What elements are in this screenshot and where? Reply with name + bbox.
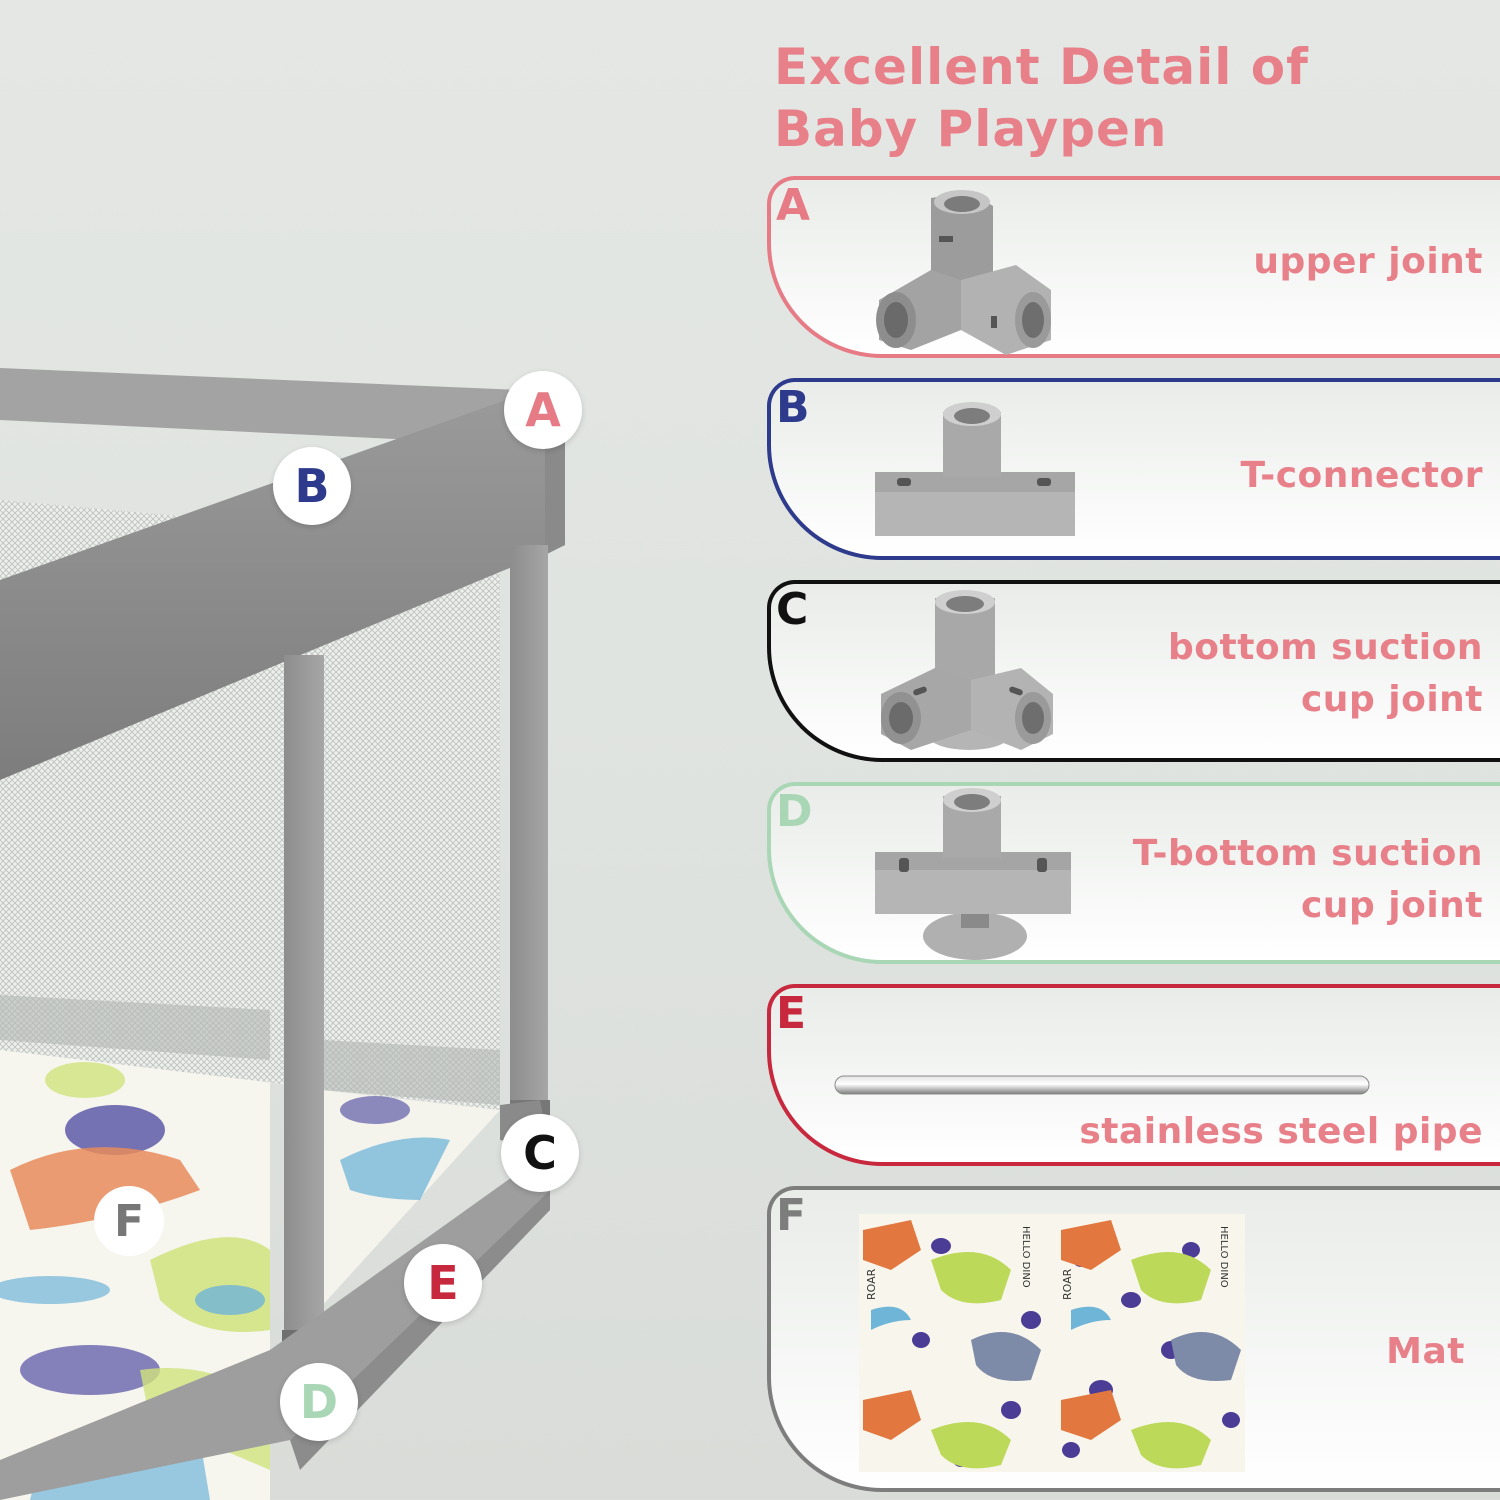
part-card-f: F [767,1186,1500,1492]
left-mesh-panel [0,700,270,1060]
mat-print-roar-2: ROAR [1061,1268,1074,1300]
part-card-a: A upper joint [767,176,1500,358]
page-title: Excellent Detail of Baby Playpen [774,36,1309,160]
bottom-rail [0,1150,550,1500]
part-card-d-letter: D [776,786,813,837]
bottom-suction-cup-joint-icon [881,590,1053,750]
mat-print-roar-1: ROAR [865,1268,878,1300]
floor-mat [0,1040,500,1500]
part-card-f-label: Mat [1386,1331,1465,1372]
photo-badge-f-letter: F [113,1195,145,1247]
photo-badge-b-letter: B [294,459,330,513]
part-card-c-label: bottom suction cup joint [1167,627,1483,720]
part-card-e: E stainless steel pipe [767,984,1500,1166]
t-connector-icon [875,402,1075,536]
part-card-d: D T-bottom suction cup joint [767,782,1500,964]
photo-badge-d-letter: D [299,1375,339,1429]
page-title-line1: Excellent Detail of [774,38,1309,96]
page-title-line2: Baby Playpen [774,100,1168,158]
steel-pipe-icon [834,1075,1370,1095]
middle-post [284,655,324,1355]
mat-icon: ROAR ROAR HELLO DINO HELLO DINO [859,1214,1245,1472]
part-card-c: C bottom suction cup joint [767,580,1500,762]
photo-badge-d: D [280,1363,358,1441]
part-card-a-label: upper joint [1253,241,1483,282]
part-card-e-letter: E [776,988,807,1039]
top-rail-back [0,368,520,445]
photo-badge-e-letter: E [427,1256,459,1310]
mat-print-hello-dino-2: HELLO DINO [1218,1226,1229,1288]
part-card-f-letter: F [776,1190,807,1241]
photo-badge-f: F [94,1186,164,1256]
part-card-a-letter: A [776,180,811,231]
photo-badge-a-letter: A [525,383,561,437]
photo-badge-e: E [404,1244,482,1322]
part-card-e-label: stainless steel pipe [1079,1111,1483,1152]
part-card-b-label: T-connector [1240,455,1483,496]
corner-post [510,545,548,1115]
photo-badge-b: B [273,447,351,525]
front-mesh-panel [322,560,500,1105]
part-card-b: B T-connector [767,378,1500,560]
photo-badge-a: A [504,371,582,449]
part-card-d-label: T-bottom suction cup joint [1132,833,1483,926]
top-rail-front [0,395,565,780]
photo-badge-c-letter: C [523,1126,557,1180]
photo-badge-c: C [501,1114,579,1192]
upper-joint-icon [876,190,1051,355]
part-card-c-letter: C [776,584,809,635]
t-bottom-suction-cup-joint-icon [875,788,1071,960]
mat-print-hello-dino-1: HELLO DINO [1020,1226,1031,1288]
part-card-b-letter: B [776,382,810,433]
